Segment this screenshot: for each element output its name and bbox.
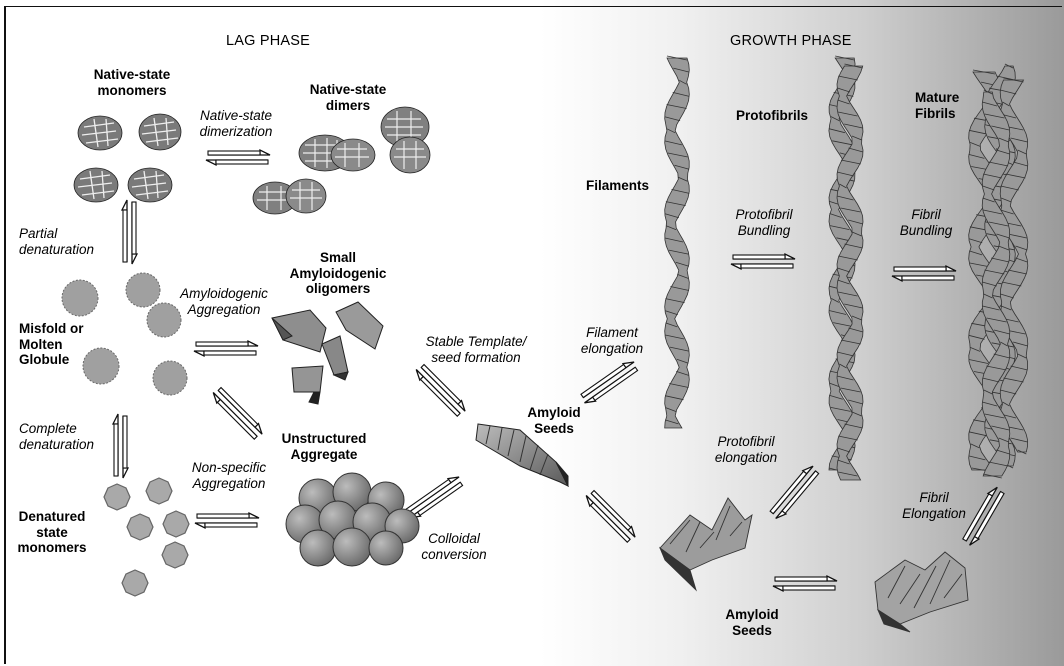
equilibrium-arrows-icon [413,362,469,418]
amyloid-seed-icon [875,552,968,632]
protofibril-bundling-label: ProtofibrilBundling [735,207,792,238]
equilibrium-arrows-icon [194,341,258,356]
oligomer-block-icon [272,302,383,404]
equilibrium-arrows-icon [210,385,266,441]
amyloid-seed-icon [660,498,752,590]
twisted-fibril-icon [665,56,690,428]
native-dimer-icon [253,107,430,214]
equilibrium-arrows-icon [961,485,1006,548]
equilibrium-arrows-icon [113,414,128,478]
filaments-label: Filaments [586,178,649,194]
mature-fibrils-label: MatureFibrils [915,90,959,121]
fibril-strand [665,58,690,428]
equilibrium-arrows-icon [892,266,956,281]
partial-denaturation-label: Partialdenaturation [19,226,94,257]
protofibrils-label: Protofibrils [736,108,808,124]
fibril-elongation-label: FibrilElongation [902,490,966,521]
growth-phase-title: GROWTH PHASE [730,33,852,50]
denatured-monomers-label: Denaturedstatemonomers [17,509,86,556]
equilibrium-arrows-icon [773,576,837,591]
equilibrium-arrows-icon [731,254,795,269]
twisted-fibril-icon [969,64,1028,478]
unstructured-aggregate-icon [286,473,419,566]
native-monomer-icon [74,114,181,202]
equilibrium-arrows-icon [768,463,821,522]
lag-phase-title: LAG PHASE [226,33,310,50]
equilibrium-arrows-icon [583,488,639,544]
colloidal-conversion-label: Colloidalconversion [421,531,486,562]
equilibrium-arrows-icon [122,200,137,264]
fibril-bundling-label: FibrilBundling [900,207,953,238]
stable-template-label: Stable Template/seed formation [426,334,527,365]
amyloidogenic-aggregation-label: AmyloidogenicAggregation [180,286,268,317]
twisted-fibril-icon [829,56,863,480]
equilibrium-arrows-icon [579,358,640,407]
equilibrium-arrows-icon [195,513,259,528]
equilibrium-arrows-icon [206,150,270,165]
amyloid-seeds-bottom-label: AmyloidSeeds [725,607,778,638]
small-oligomers-label: SmallAmyloidogenicoligomers [290,250,387,297]
denatured-monomer-icon [104,478,189,596]
